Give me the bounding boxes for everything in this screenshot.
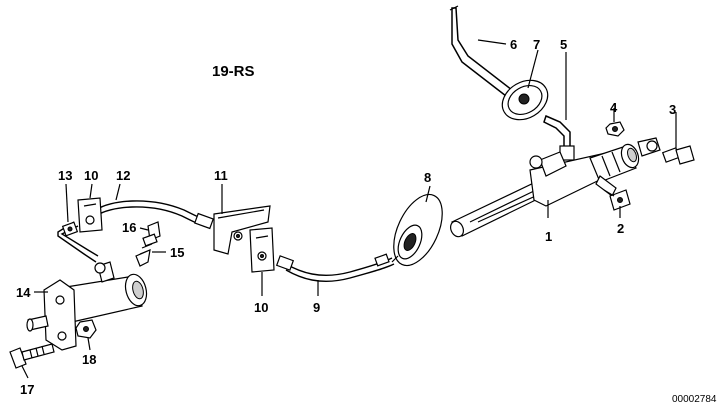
pedal-pad: [501, 79, 549, 121]
callout-7: 7: [533, 37, 540, 52]
callout-8: 8: [424, 170, 431, 185]
bleeder-valve: [135, 221, 161, 267]
clutch-hose: [275, 253, 395, 282]
hose-bracket: [213, 205, 271, 255]
callouts: 1 2 3 4 5 6 7 8 9 10 10 11 12 13 14 15 1…: [16, 37, 676, 397]
callout-15: 15: [170, 245, 184, 260]
hose-clip-upper: [77, 197, 103, 233]
rubber-grommet: [391, 193, 443, 267]
diagram-title: 19-RS: [212, 63, 255, 80]
callout-12: 12: [116, 168, 130, 183]
line-fitting: [61, 221, 79, 237]
slave-bolt: [9, 343, 55, 369]
callout-10-upper: 10: [84, 168, 98, 183]
callout-5: 5: [560, 37, 567, 52]
callout-2: 2: [617, 221, 624, 236]
nut: [605, 121, 625, 137]
callout-6: 6: [510, 37, 517, 52]
callout-3: 3: [669, 102, 676, 117]
callout-13: 13: [58, 168, 72, 183]
callout-9: 9: [313, 300, 320, 315]
callout-4: 4: [610, 100, 618, 115]
callout-10-lower: 10: [254, 300, 268, 315]
slave-cylinder: [26, 261, 148, 351]
push-rod: [543, 114, 575, 161]
hose-clip-lower: [249, 227, 275, 273]
reference-number: 00002784: [672, 394, 717, 405]
master-cylinder: [449, 137, 661, 238]
callout-14: 14: [16, 285, 31, 300]
callout-16: 16: [122, 220, 136, 235]
callout-17: 17: [20, 382, 34, 397]
mounting-screw: [603, 189, 631, 211]
leader-lines: [21, 39, 677, 379]
callout-1: 1: [545, 229, 552, 244]
pedal-rod: [449, 5, 514, 97]
slave-nut: [75, 319, 97, 339]
callout-18: 18: [82, 352, 96, 367]
bolt-pedal: [661, 145, 695, 165]
callout-11: 11: [214, 168, 228, 183]
